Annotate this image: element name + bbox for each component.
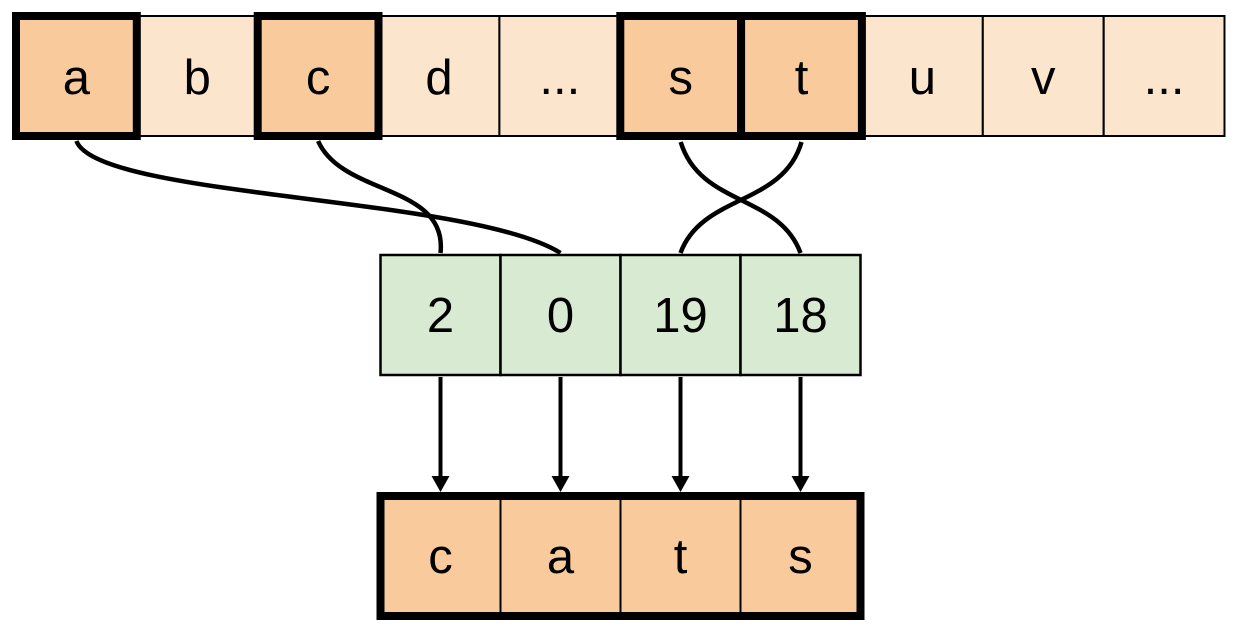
alphabet-cell-label: s [668,51,693,105]
alphabet-cell-highlighted-c [253,12,383,140]
alphabet-cell-label-ellipsis: ... [539,51,580,105]
alphabet-cell-highlighted-a [12,12,141,140]
mapping-curves [74,139,804,255]
alphabet-cell [135,15,259,137]
output-row-outline [376,492,865,620]
index-cell [739,253,862,377]
alphabet-cell-label: v [1031,51,1056,105]
index-cell-label: 19 [653,289,708,343]
output-cell-label: s [788,530,813,584]
curve-c-to-2 [316,140,443,254]
curve-a-to-0 [74,139,562,255]
alphabet-cell-highlighted-t [737,12,866,140]
alphabet-cell [377,15,501,137]
alphabet-row: a b c d ... s t u v ... [12,12,1226,140]
alphabet-cell [498,15,622,137]
alphabet-cell-label: a [63,51,91,105]
alphabet-cell-label: c [306,51,331,105]
index-cell-label: 18 [773,289,828,343]
output-cell-label: c [428,530,453,584]
index-cell-label: 0 [547,289,574,343]
alphabet-cell-highlighted-s [616,12,746,140]
alphabet-cell-label: d [425,51,452,105]
output-cell-label: t [674,530,688,584]
output-row: c a t s [376,492,865,620]
arrow-head-icon [431,476,450,492]
alphabet-cell [1102,15,1226,137]
alphabet-cell [981,15,1105,137]
output-cell-label: a [547,530,575,584]
curve-t-to-19 [678,141,804,254]
index-cell [499,253,622,377]
alphabet-cell-label: u [909,51,936,105]
arrow-head-icon [791,476,810,492]
index-cell-label: 2 [427,289,454,343]
alphabet-cell-label-ellipsis: ... [1144,51,1185,105]
index-row: 2 0 19 18 [379,253,862,377]
arrow-head-icon [671,476,690,492]
alphabet-cell-label: b [184,51,211,105]
index-arrows [431,377,810,492]
curve-s-to-18 [678,141,803,254]
output-cell [739,495,862,617]
index-cell [619,253,742,377]
alphabet-cell-label: t [795,51,809,105]
arrow-head-icon [551,476,570,492]
